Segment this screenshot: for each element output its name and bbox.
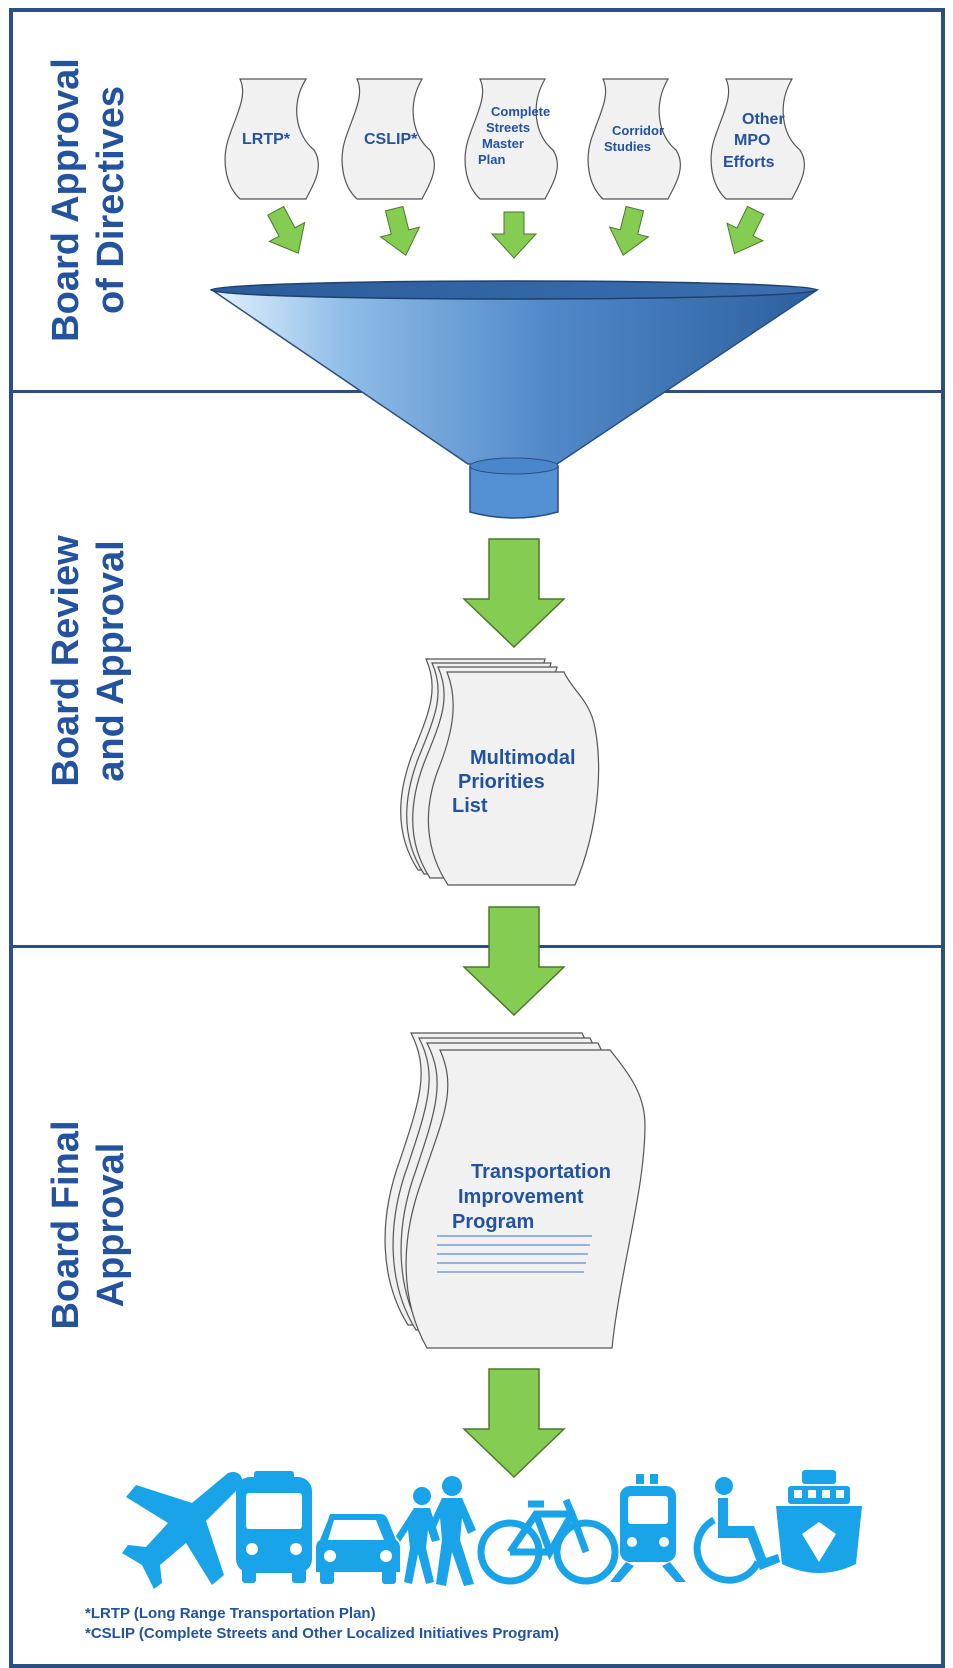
directive-label: CSLIP* (364, 131, 418, 148)
directive-label: Other (742, 111, 785, 128)
tip-text-lines (437, 1235, 592, 1273)
directive-label: MPO (734, 132, 770, 149)
svg-text:Other MPO Efforts: Other MPO Efforts (723, 111, 789, 171)
directive-doc-other-mpo: Other MPO Efforts (710, 78, 805, 200)
pedestrians-icon (396, 1476, 476, 1586)
footnote-cslip: *CSLIP (Complete Streets and Other Local… (85, 1625, 560, 1642)
funnel (209, 280, 820, 519)
train-icon (610, 1474, 686, 1582)
svg-text:LRTP*: LRTP* (242, 131, 291, 148)
priorities-label: List (452, 795, 488, 817)
svg-text:Multimodal Priorities: Multimodal Priorities List (452, 747, 581, 817)
directive-label: Corridor (612, 123, 664, 138)
arrow-4 (608, 205, 650, 257)
mode-icons (122, 1470, 862, 1589)
directive-doc-complete-streets: Complete Streets Master Plan (464, 78, 558, 200)
section-divider-2 (9, 945, 945, 948)
ship-icon (776, 1470, 862, 1573)
directive-label: Efforts (723, 154, 775, 171)
footnote-lrtp: *LRTP (Long Range Transportation Plan) (85, 1605, 376, 1622)
arrow-2 (379, 205, 421, 257)
directive-label: Plan (478, 152, 506, 167)
arrow-5 (726, 205, 765, 255)
bicycle-icon (477, 1498, 619, 1585)
flow-arrow-1 (462, 538, 566, 649)
svg-text:Corridor Studies: Corridor Studies (604, 123, 668, 154)
priorities-label: Multimodal (470, 747, 576, 769)
flow-arrow-3 (462, 1368, 566, 1479)
svg-text:Complete Streets M: Complete Streets Master Plan (478, 104, 554, 167)
wheelchair-icon (693, 1477, 780, 1584)
arrow-3 (490, 211, 538, 259)
bus-icon (236, 1471, 312, 1583)
directive-doc-lrtp: LRTP* (224, 78, 319, 200)
svg-text:CSLIP*: CSLIP* (364, 131, 418, 148)
tip-label: Program (452, 1211, 534, 1233)
directive-doc-corridor: Corridor Studies (587, 78, 681, 200)
priorities-document-stack: Multimodal Priorities List (400, 658, 600, 886)
svg-text:Transportation Improveme: Transportation Improvement Program (452, 1161, 617, 1233)
footnotes: *LRTP (Long Range Transportation Plan) *… (85, 1604, 559, 1644)
directive-label: Streets (486, 120, 530, 135)
directive-label: Studies (604, 139, 651, 154)
tip-label: Improvement (458, 1186, 584, 1208)
directive-label: LRTP* (242, 131, 291, 148)
priorities-label: Priorities (458, 771, 545, 793)
directive-arrows (267, 205, 765, 259)
arrow-1 (267, 205, 306, 254)
directive-doc-cslip: CSLIP* (341, 78, 435, 200)
directive-label: Complete (491, 104, 550, 119)
tip-label: Transportation (471, 1161, 611, 1183)
tip-document-stack: Transportation Improvement Program (384, 1032, 646, 1349)
directive-label: Master (482, 136, 524, 151)
car-icon (316, 1514, 400, 1584)
flow-arrow-2 (462, 906, 566, 1017)
airplane-icon (122, 1471, 243, 1589)
